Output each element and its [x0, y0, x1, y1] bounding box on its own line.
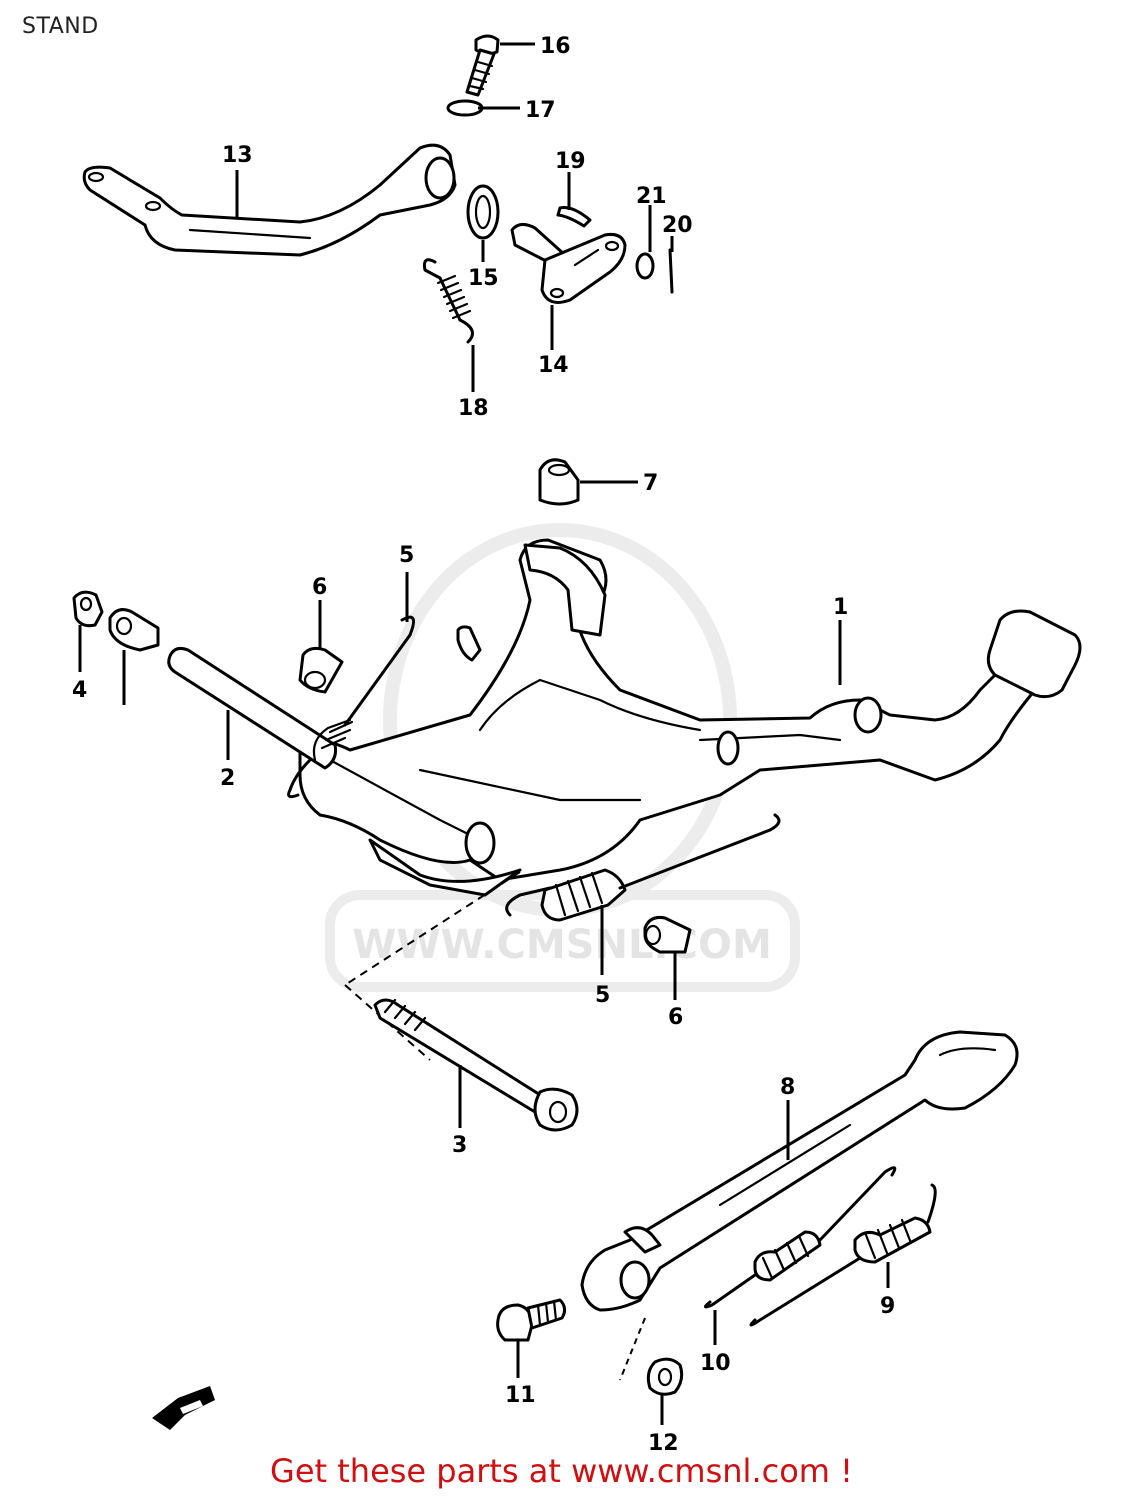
callout-3: 3	[452, 1133, 467, 1158]
callout-8: 8	[780, 1075, 795, 1100]
part-21-washer	[635, 252, 655, 280]
part-1-main-stand	[298, 538, 1082, 897]
watermark-text: WWW.CMSNL.COM	[352, 922, 772, 968]
part-8-side-stand	[580, 1030, 1019, 1312]
leader-lines	[78, 42, 890, 1425]
callout-20: 20	[662, 213, 693, 238]
part-6-collar	[298, 646, 344, 694]
callout-5: 5	[595, 983, 610, 1008]
callout-7: 7	[643, 471, 658, 496]
part-11-bolt	[496, 1298, 567, 1342]
part-19-pin	[556, 206, 592, 228]
part-12-nut	[619, 1317, 684, 1396]
part-15-ring	[466, 184, 500, 240]
callout-6: 6	[312, 575, 327, 600]
front-arrow-icon	[152, 1386, 215, 1430]
part-17-washer	[446, 99, 484, 117]
part-collar	[108, 608, 160, 652]
part-16-bolt	[465, 34, 500, 97]
callout-15: 15	[468, 266, 499, 291]
part-6-collar-lower	[643, 916, 692, 954]
callout-12: 12	[648, 1431, 679, 1456]
part-14-bracket	[510, 223, 627, 304]
page-title: STAND	[22, 14, 99, 39]
callout-18: 18	[458, 396, 489, 421]
callout-17: 17	[525, 98, 556, 123]
part-5-spring-lower	[505, 813, 781, 922]
callout-2: 2	[220, 766, 235, 791]
part-10-spring	[704, 1166, 897, 1327]
part-13-pedal-arm	[82, 143, 457, 257]
callout-6: 6	[668, 1005, 683, 1030]
callout-19: 19	[555, 149, 586, 174]
callout-4: 4	[72, 678, 87, 703]
callout-16: 16	[540, 34, 571, 59]
footer-link[interactable]: Get these parts at www.cmsnl.com !	[270, 1452, 853, 1490]
part-9-spring	[853, 1183, 937, 1264]
callout-labels: 16 17 13 19 21 20 15 14 18 7 1 5 6 4 2 5…	[72, 34, 895, 1456]
callout-1: 1	[833, 595, 848, 620]
assembly-line	[344, 871, 521, 986]
callout-10: 10	[700, 1351, 731, 1376]
callout-13: 13	[222, 143, 253, 168]
part-3-bolt	[373, 998, 579, 1132]
callout-14: 14	[538, 353, 569, 378]
callout-21: 21	[636, 184, 667, 209]
callout-9: 9	[880, 1294, 895, 1319]
part-20-cotter-pin	[668, 248, 674, 294]
part-18-spring	[423, 258, 474, 344]
callout-11: 11	[505, 1383, 536, 1408]
callout-5: 5	[399, 543, 414, 568]
part-2-shaft	[167, 647, 337, 770]
part-4-nut	[72, 590, 104, 628]
part-7-stopper	[538, 458, 580, 506]
part-5-spring	[287, 615, 416, 799]
